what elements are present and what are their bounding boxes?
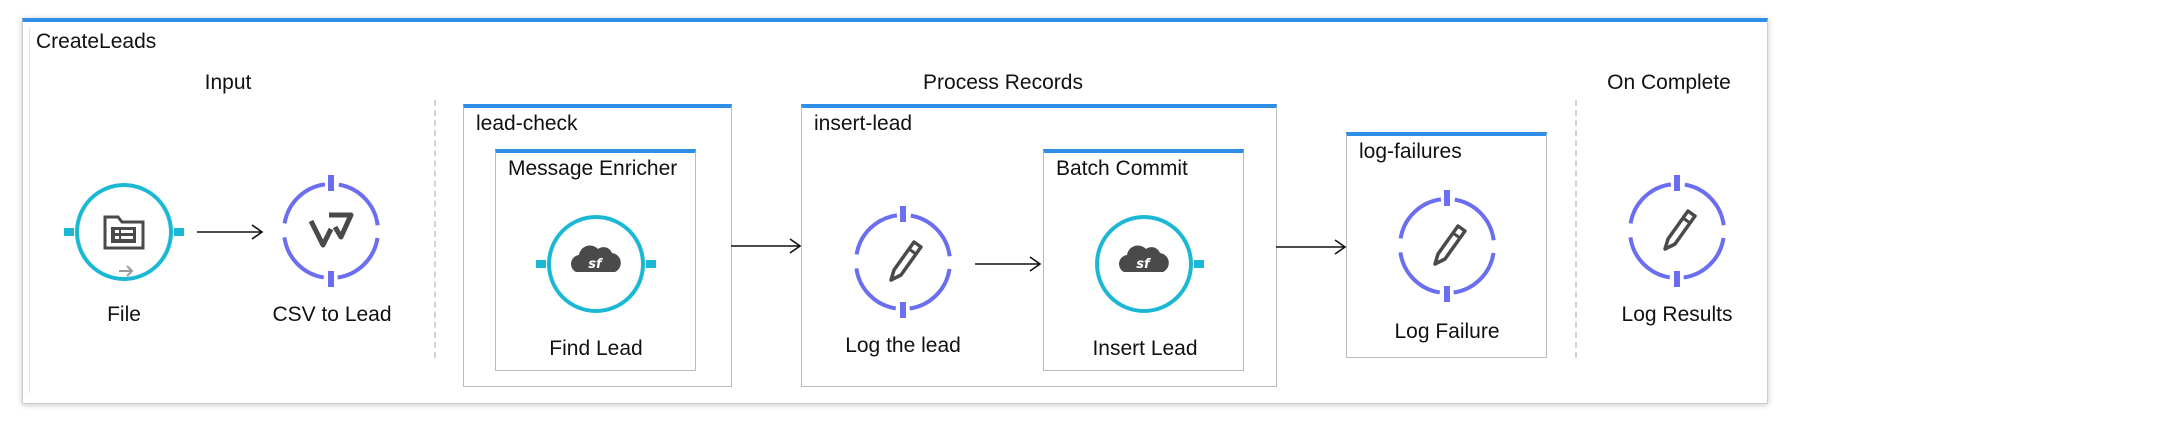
svg-text:sf: sf (588, 257, 604, 272)
section-title-on-complete: On Complete (1607, 71, 1731, 94)
scope-title-batch-commit: Batch Commit (1056, 157, 1188, 180)
log-failure-component[interactable] (1397, 190, 1497, 302)
flow-title: CreateLeads (36, 30, 157, 53)
scope-title-insert-lead: insert-lead (814, 112, 913, 135)
flow-arrow (731, 238, 802, 254)
scope-title-log-failures: log-failures (1359, 140, 1462, 163)
flow-arrow (1276, 239, 1347, 255)
component-label-log-results: Log Results (1621, 303, 1733, 326)
dataweave-transform-icon (282, 175, 380, 287)
component-label-log-the-lead: Log the lead (845, 334, 961, 357)
csv-to-lead-component[interactable] (281, 175, 381, 287)
svg-text:sf: sf (1136, 257, 1152, 272)
salesforce-cloud-icon: sf (536, 215, 656, 313)
log-the-lead-component[interactable] (853, 206, 953, 318)
pencil-logger-icon (854, 206, 952, 318)
flow-arrow (975, 256, 1042, 272)
flow-inner-border (29, 28, 1761, 393)
section-divider-complete (1575, 100, 1577, 358)
insert-lead-component[interactable]: sf (1094, 214, 1204, 314)
component-label-file: File (107, 303, 141, 326)
scope-title-lead-check: lead-check (476, 112, 578, 135)
component-label-find-lead: Find Lead (549, 337, 643, 360)
salesforce-cloud-icon: sf (1095, 215, 1204, 313)
flow-arrow (197, 224, 264, 240)
scope-title-message-enricher: Message Enricher (508, 157, 678, 180)
log-results-component[interactable] (1627, 175, 1727, 287)
section-title-process-records: Process Records (923, 71, 1083, 94)
section-title-input: Input (204, 71, 252, 94)
section-divider-input (434, 100, 436, 358)
component-label-csv-to-lead: CSV to Lead (272, 303, 392, 326)
file-connector-icon (64, 183, 184, 281)
component-label-insert-lead: Insert Lead (1092, 337, 1198, 360)
pencil-logger-icon (1398, 190, 1496, 302)
component-label-log-failure: Log Failure (1394, 320, 1500, 343)
pencil-logger-icon (1628, 175, 1726, 287)
file-source-component[interactable] (64, 182, 184, 282)
find-lead-component[interactable]: sf (536, 214, 656, 314)
